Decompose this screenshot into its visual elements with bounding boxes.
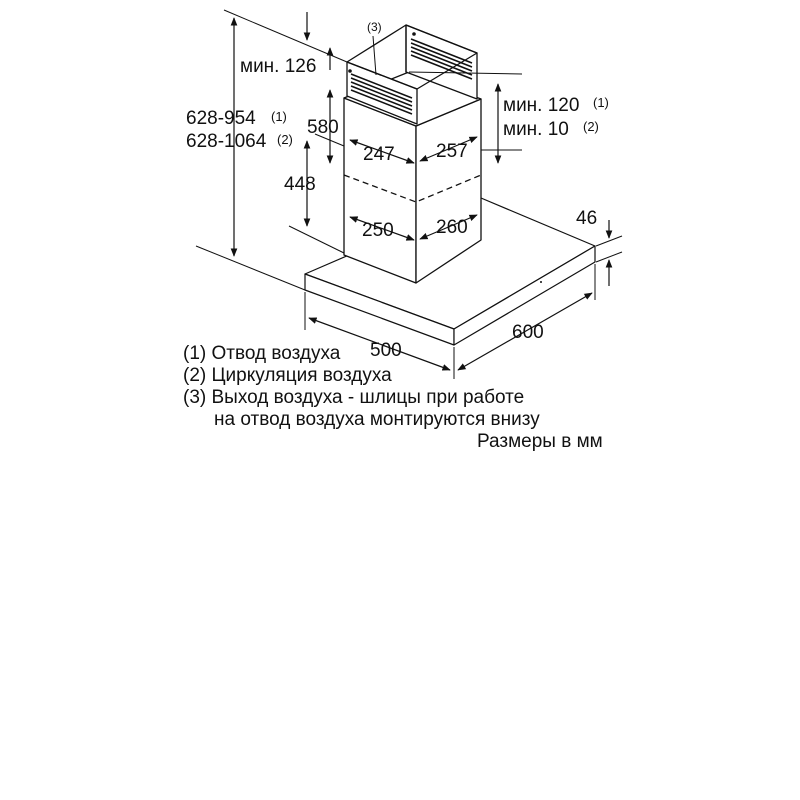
label-callout-3: (3) [367, 20, 382, 34]
label-580: 580 [307, 117, 339, 138]
dim-line-500 [308, 317, 451, 371]
dim-line-600 [457, 292, 593, 371]
dim-line-257 [419, 136, 478, 162]
label-min-120: мин. 120 [503, 95, 579, 116]
screw-icon [412, 32, 416, 36]
label-628-1064-ref: (2) [277, 132, 293, 147]
air-outlet-slots-front [350, 73, 413, 115]
legend-item-air-recirculation: (2) Циркуляция воздуха [183, 365, 392, 386]
dim-line-260 [419, 214, 478, 240]
label-46: 46 [576, 208, 597, 229]
air-outlet-slots-side [410, 38, 473, 80]
label-448: 448 [284, 174, 316, 195]
label-257: 257 [436, 141, 468, 162]
legend-units: Размеры в мм [477, 431, 603, 452]
legend-item-air-extraction: (1) Отвод воздуха [183, 343, 341, 364]
label-min-120-ref: (1) [593, 95, 609, 110]
label-500: 500 [370, 340, 402, 361]
label-min-126: мин. 126 [240, 56, 316, 77]
label-600: 600 [512, 322, 544, 343]
label-min-10-ref: (2) [583, 119, 599, 134]
dim-line-250 [349, 216, 415, 241]
callout-3-leader [372, 35, 377, 76]
label-250: 250 [362, 220, 394, 241]
label-min-10: мин. 10 [503, 119, 569, 140]
screw-icon [348, 69, 352, 73]
dim-line-247 [349, 139, 415, 164]
legend: (1) Отвод воздуха (2) Циркуляция воздуха… [183, 343, 603, 452]
upper-duct-top [346, 24, 478, 90]
legend-item-air-outlet-note: на отвод воздуха монтируются внизу [214, 409, 540, 430]
dimension-arrows [230, 12, 613, 371]
label-247: 247 [363, 144, 395, 165]
label-628-954: 628-954 [186, 108, 256, 129]
label-628-1064: 628-1064 [186, 131, 267, 152]
extension-lines [195, 9, 623, 379]
duct-split-line [343, 174, 482, 203]
lower-duct-front [343, 97, 417, 284]
canopy-indicator-dot [540, 281, 542, 283]
label-260: 260 [436, 217, 468, 238]
label-628-954-ref: (1) [271, 109, 287, 124]
legend-item-air-outlet: (3) Выход воздуха - шлицы при работе [183, 387, 524, 408]
